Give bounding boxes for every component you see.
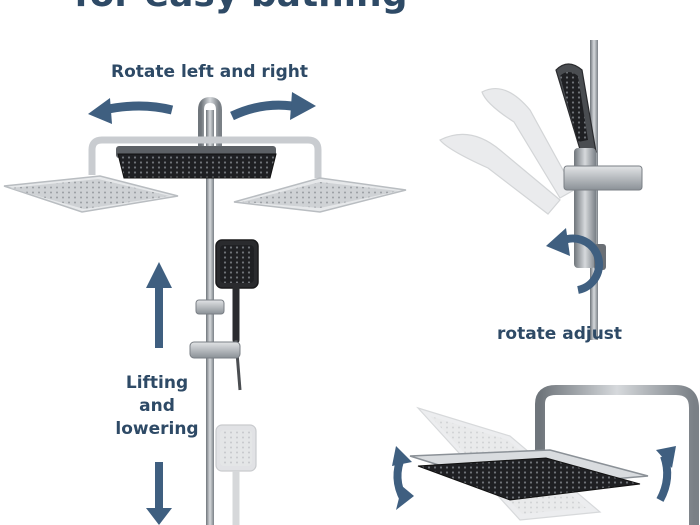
rotate-circle-icon	[546, 228, 604, 294]
headline: for easy bathing	[74, 0, 407, 15]
tilt-left-arrow-icon	[392, 446, 414, 510]
rotate-detail	[439, 40, 643, 340]
label-rotate-adjust: rotate adjust	[497, 324, 623, 344]
label-lowering: lowering	[115, 419, 199, 439]
tilt-detail	[409, 385, 699, 525]
down-arrow-icon	[146, 462, 172, 525]
label-rotate-left-right: Rotate left and right	[111, 62, 309, 82]
ghost-head-left	[3, 175, 179, 213]
label-lifting: Lifting	[125, 373, 189, 393]
label-lifting-lowering: Lifting and lowering	[112, 372, 202, 441]
ghost-head-right	[233, 177, 407, 213]
label-and: and	[139, 396, 175, 416]
shower-column	[88, 96, 322, 525]
up-arrow-icon	[146, 262, 172, 348]
ghost-handheld	[215, 424, 257, 525]
tilt-right-arrow-icon	[656, 446, 676, 502]
rotate-left-arrow-icon	[88, 98, 174, 124]
main-rain-head	[116, 146, 277, 179]
rotate-right-arrow-icon	[230, 92, 316, 121]
handheld-shower	[215, 239, 259, 391]
